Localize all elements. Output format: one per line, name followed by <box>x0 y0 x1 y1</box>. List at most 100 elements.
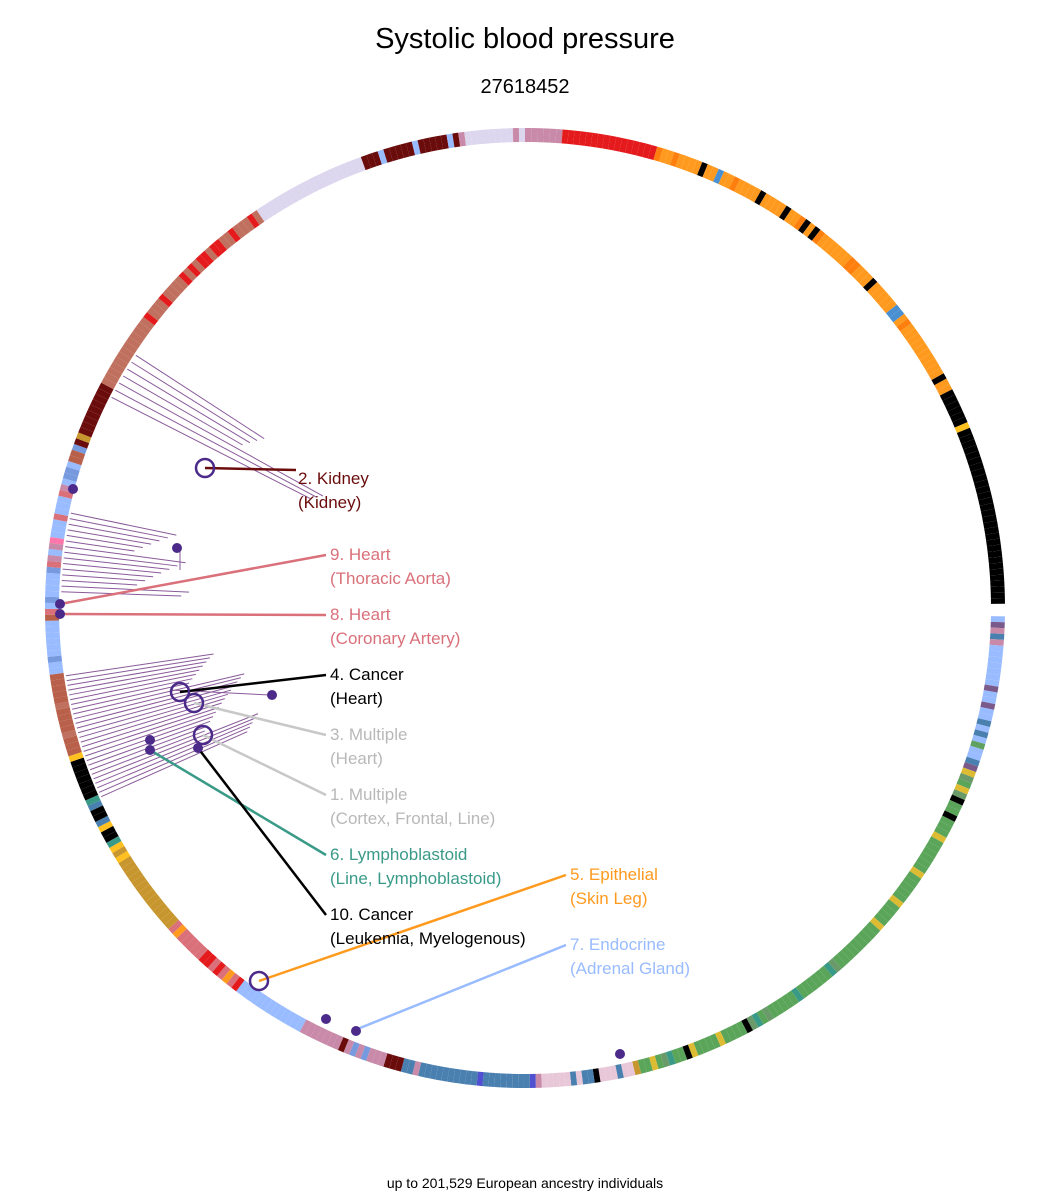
ring-segment <box>55 707 71 716</box>
ring-segment <box>888 894 904 908</box>
ring-segment <box>899 880 915 894</box>
hit-dot-marker <box>145 745 155 755</box>
ring-segment <box>317 172 329 188</box>
ring-segment <box>958 772 974 784</box>
ring-segment <box>50 678 66 687</box>
ring-segment <box>143 312 159 326</box>
ring-segment <box>786 990 800 1006</box>
svg-text:10. Cancer: 10. Cancer <box>330 905 413 924</box>
ring-segment <box>825 240 839 256</box>
annotation-3: 3. Multiple (Heart) <box>330 725 407 768</box>
ring-segment <box>154 298 170 312</box>
ring-segment <box>185 937 200 952</box>
ring-segment <box>349 1041 360 1057</box>
ring-segment <box>53 695 69 705</box>
hit-circle-marker <box>248 970 270 992</box>
ring-segment <box>725 1026 737 1042</box>
ring-segment <box>882 299 897 314</box>
tree-branch <box>70 673 196 701</box>
ring-segment <box>315 1027 328 1043</box>
ring-segment <box>47 655 63 663</box>
ring-segment <box>193 945 208 960</box>
tree-branch <box>65 540 135 552</box>
ring-segment <box>95 388 111 400</box>
ring-segment <box>945 400 961 412</box>
ring-segment <box>987 550 1003 558</box>
ring-segment <box>693 1040 705 1056</box>
ring-segment <box>979 502 995 512</box>
ring-segment <box>506 128 514 143</box>
ring-segment <box>749 187 762 203</box>
ring-segment <box>132 326 148 340</box>
ring-segment <box>619 137 629 153</box>
ring-segment <box>429 1064 439 1080</box>
ring-segment <box>87 800 103 812</box>
ring-segment <box>145 893 161 907</box>
ring-segment <box>977 712 993 722</box>
hit-dot-marker <box>145 735 155 745</box>
ring-segment <box>440 134 449 150</box>
ring-segment <box>714 1031 727 1047</box>
ring-segment <box>988 562 1004 570</box>
ring-segment <box>649 1055 659 1071</box>
ring-segment <box>986 544 1002 553</box>
ring-segment <box>990 597 1005 604</box>
ring-segment <box>476 1071 484 1087</box>
annotation-connector <box>59 612 327 617</box>
ring-segment <box>916 856 932 869</box>
ring-segment <box>647 144 658 161</box>
ring-segment <box>581 1069 589 1085</box>
ring-segment <box>271 197 284 213</box>
ring-segment <box>632 1060 642 1076</box>
ring-segment <box>417 138 427 154</box>
ring-segment <box>988 556 1003 564</box>
ring-segment <box>990 621 1005 629</box>
ring-segment <box>718 171 730 187</box>
ring-segment <box>322 170 334 186</box>
ring-segment <box>355 156 366 173</box>
ring-segment <box>458 131 467 147</box>
ring-segment <box>186 263 201 278</box>
ring-segment <box>713 168 725 185</box>
ring-segment <box>974 723 990 733</box>
ring-segment <box>160 911 175 925</box>
ring-segment <box>829 244 844 260</box>
ring-segment <box>987 661 1002 670</box>
tree-branch <box>97 722 253 789</box>
hit-dot-marker <box>351 1026 361 1036</box>
ring-segment <box>626 1061 636 1077</box>
ring-segment <box>104 372 120 385</box>
ring-segment <box>990 616 1005 623</box>
ring-segment <box>488 1072 496 1088</box>
ring-segment <box>46 566 61 574</box>
ring-segment <box>934 378 950 391</box>
ring-segment <box>164 915 179 930</box>
ring-segment <box>227 227 241 243</box>
ring-segment <box>429 136 438 152</box>
ring-segment <box>279 1008 292 1024</box>
ring-segment <box>878 295 894 309</box>
ring-segment <box>730 1023 743 1039</box>
ring-segment <box>968 461 985 472</box>
ring-segment <box>990 592 1005 599</box>
ring-segment <box>850 264 865 280</box>
ring-segment <box>90 805 106 817</box>
ring-segment <box>604 1066 613 1082</box>
ring-segment <box>412 1060 422 1076</box>
ring-segment <box>575 1070 584 1086</box>
tree-branch <box>73 673 245 715</box>
ring-segment <box>251 210 265 225</box>
hit-circle-marker <box>169 681 191 703</box>
ring-segment <box>942 394 958 407</box>
ring-segment <box>63 735 79 745</box>
ring-segment <box>60 724 76 734</box>
tree-branch <box>77 689 232 734</box>
tree-branch <box>95 717 256 784</box>
ring-segment <box>46 643 61 651</box>
ring-segment <box>980 701 996 710</box>
ring-segment <box>990 580 1005 587</box>
tree-branch <box>135 354 265 440</box>
ring-segment <box>47 554 62 563</box>
ring-segment <box>56 495 72 505</box>
